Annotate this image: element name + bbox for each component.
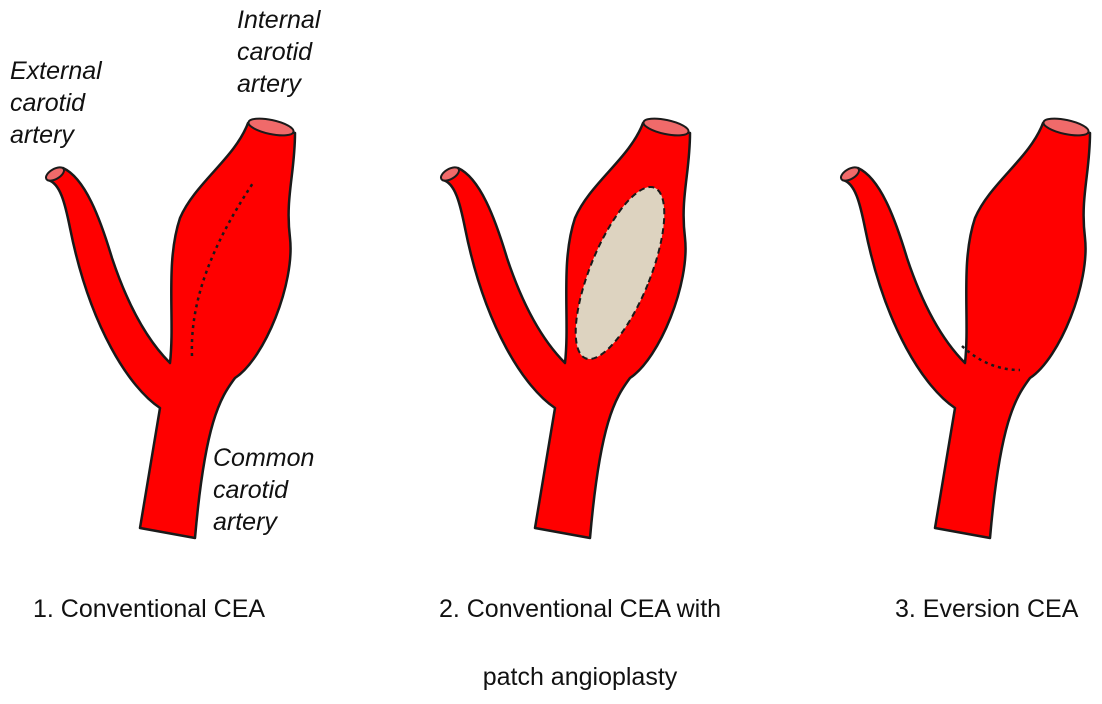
artery-body — [843, 123, 1090, 538]
internal-carotid-artery-label: Internal carotid artery — [237, 4, 320, 100]
caption-conventional-cea: 1. Conventional CEA — [33, 594, 265, 624]
carotid-bifurcation — [839, 115, 1090, 538]
conventional-cea-diagram — [20, 108, 320, 548]
caption-patch-angioplasty-line2: patch angioplasty — [410, 662, 750, 692]
carotid-bifurcation — [439, 115, 690, 538]
artery-body — [48, 123, 295, 538]
caption-patch-angioplasty-line1: 2. Conventional CEA with — [410, 594, 750, 624]
eversion-cea-diagram — [815, 108, 1102, 548]
patch-angioplasty-diagram — [415, 108, 715, 548]
artery-body — [443, 123, 690, 538]
carotid-bifurcation — [44, 115, 295, 538]
caption-eversion-cea: 3. Eversion CEA — [895, 594, 1078, 624]
